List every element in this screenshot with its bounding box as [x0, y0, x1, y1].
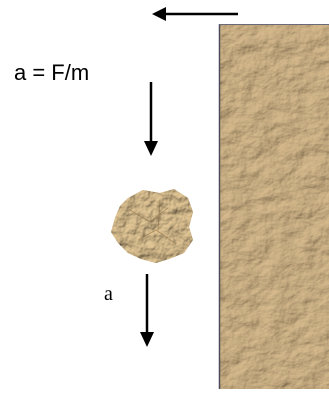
down-arrow-icon-upper: [144, 82, 158, 156]
left-arrow-icon: [152, 7, 238, 21]
acceleration-label: a: [104, 284, 113, 304]
flat-paper-sheet: [219, 24, 329, 389]
formula-label: a = F/m: [14, 62, 89, 84]
crumpled-paper-ball: [111, 189, 193, 263]
down-arrow-icon-lower: [140, 274, 154, 347]
